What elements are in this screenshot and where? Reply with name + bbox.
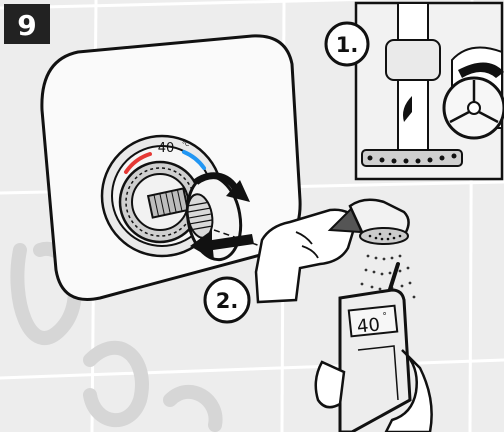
- step-badge: 9: [4, 4, 50, 44]
- thermometer-reading: 40: [356, 314, 381, 337]
- step-number: 9: [17, 9, 36, 42]
- callout-2: 2.: [205, 278, 249, 322]
- callout-1-label: 1.: [336, 33, 359, 57]
- callout-2-label: 2.: [216, 289, 239, 313]
- dial-temperature: 40: [158, 141, 175, 156]
- dial-unit: °C: [182, 141, 189, 148]
- valve-detail-inset: [356, 3, 504, 179]
- callout-1: 1.: [326, 23, 368, 65]
